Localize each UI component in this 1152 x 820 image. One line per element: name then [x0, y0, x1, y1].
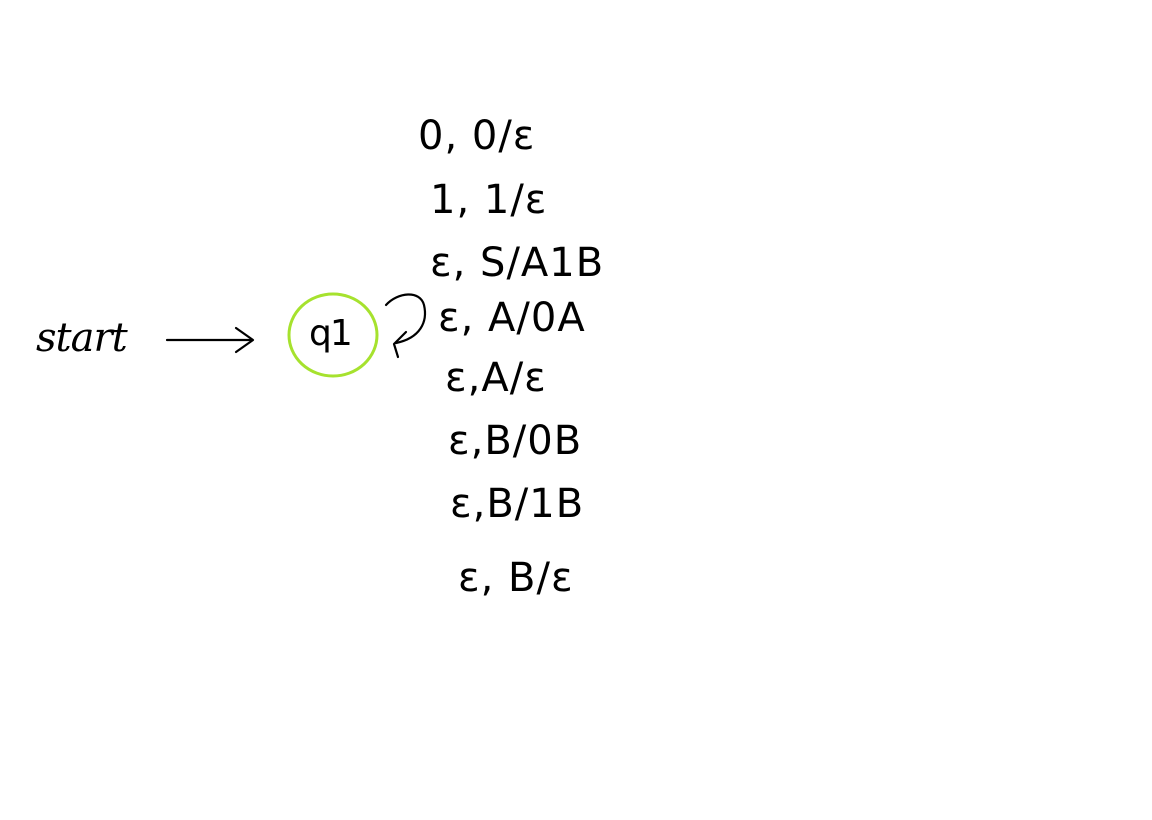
transition-label: ε, B/ε [458, 555, 574, 601]
transition-label: 0, 0/ε [418, 113, 536, 159]
transition-label: ε, A/0A [438, 295, 586, 341]
transition-label: ε,B/0B [448, 418, 583, 464]
transition-label: 1, 1/ε [430, 177, 548, 223]
transition-label: ε,B/1B [450, 481, 585, 527]
start-arrow [165, 326, 255, 354]
state-label-q1: q1 [309, 313, 353, 354]
transition-label: ε, S/A1B [430, 240, 605, 286]
state-circle-q1 [287, 292, 379, 378]
transition-label: ε,A/ε [445, 355, 547, 401]
start-label: start [36, 315, 128, 361]
self-loop-arrow [384, 293, 427, 359]
